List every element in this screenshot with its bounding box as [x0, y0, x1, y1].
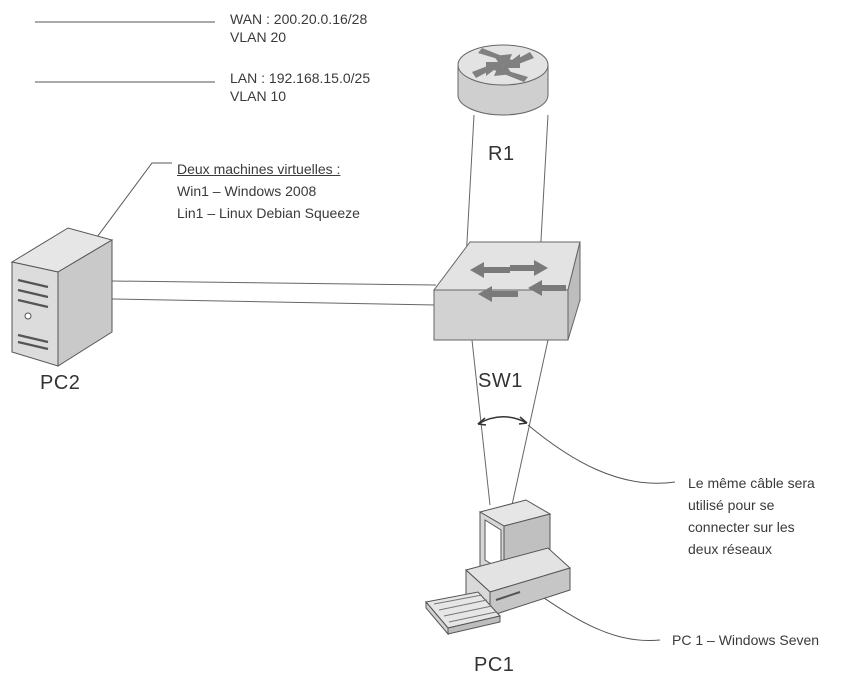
link-sw1-pc1-b	[511, 339, 549, 506]
lan-vlan-label: VLAN 10	[230, 88, 287, 104]
workstation-icon	[425, 499, 571, 636]
link-pc2-sw1-b	[111, 298, 437, 306]
pc1-callout-line	[531, 589, 661, 642]
link-pc2-sw1-a	[111, 280, 437, 286]
link-r1-sw1-a	[465, 114, 475, 261]
lan-network-label: LAN : 192.168.15.0/25	[230, 70, 371, 86]
wan-network-label: WAN : 200.20.0.16/28	[230, 11, 368, 27]
switch-icon	[433, 241, 581, 341]
client-label: PC1	[474, 654, 515, 676]
cable-note-line-4: deux réseaux	[688, 541, 773, 557]
router-label: R1	[488, 143, 515, 165]
cable-note-line-1: Le même câble sera	[688, 475, 815, 491]
wan-vlan-label: VLAN 20	[230, 29, 287, 45]
callout-lines	[59, 162, 676, 642]
cable-note-line-3: connecter sur les	[688, 519, 795, 535]
cable-note-line-2: utilisé pour se	[688, 497, 775, 513]
vm-note-win1: Win1 – Windows 2008	[177, 183, 317, 199]
server-label: PC2	[40, 372, 81, 394]
vm-note-lin1: Lin1 – Linux Debian Squeeze	[177, 205, 360, 221]
link-r1-sw1-b	[539, 114, 549, 259]
switch-label: SW1	[478, 370, 523, 392]
cable-angle-arc	[477, 416, 528, 425]
pc1-note: PC 1 – Windows Seven	[672, 632, 820, 648]
server-icon	[10, 227, 114, 367]
vm-note-title: Deux machines virtuelles :	[177, 161, 341, 177]
cable-callout-line	[527, 424, 676, 484]
router-icon	[457, 44, 549, 116]
